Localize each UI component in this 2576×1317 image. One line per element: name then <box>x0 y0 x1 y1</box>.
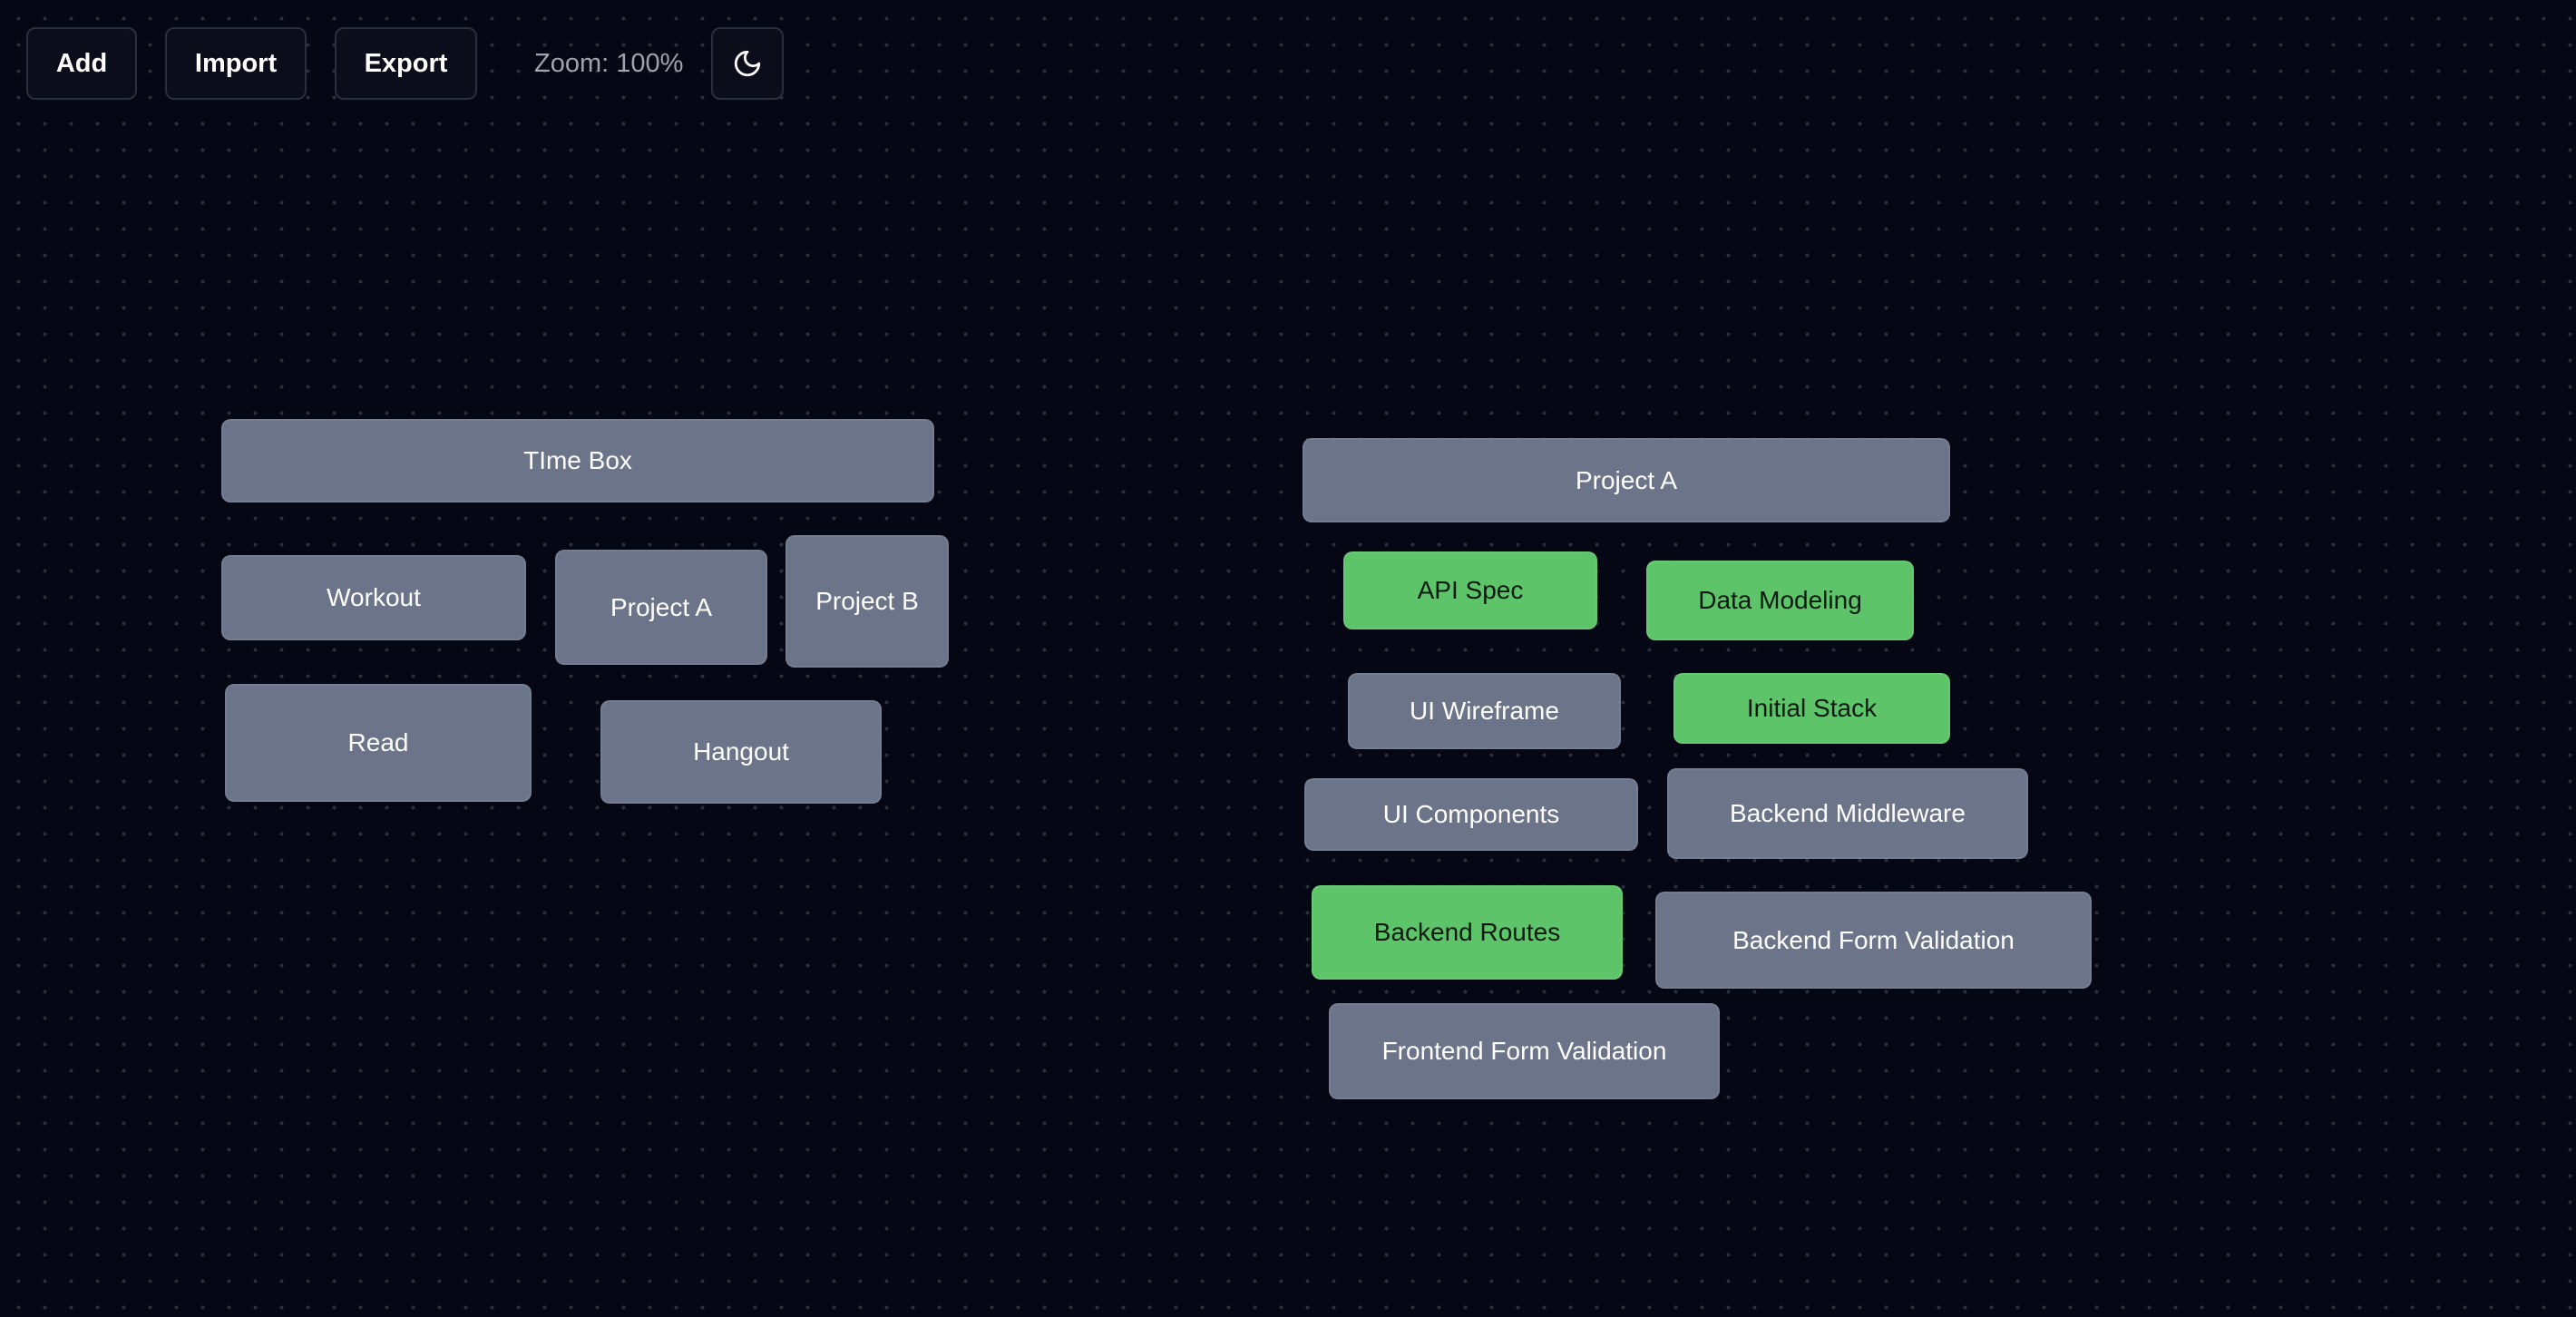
add-button[interactable]: Add <box>26 27 137 100</box>
node-ui-wireframe[interactable]: UI Wireframe <box>1348 673 1621 749</box>
node-project-a-header[interactable]: Project A <box>1303 438 1950 522</box>
node-time-box[interactable]: TIme Box <box>221 419 934 502</box>
node-read[interactable]: Read <box>225 684 532 802</box>
import-button[interactable]: Import <box>165 27 307 100</box>
moon-icon <box>734 50 761 77</box>
node-hangout[interactable]: Hangout <box>600 700 882 804</box>
node-api-spec[interactable]: API Spec <box>1343 551 1597 629</box>
node-data-modeling[interactable]: Data Modeling <box>1646 561 1914 640</box>
node-backend-routes[interactable]: Backend Routes <box>1312 885 1623 980</box>
node-workout[interactable]: Workout <box>221 555 526 640</box>
zoom-level-label: Zoom: 100% <box>534 48 684 78</box>
theme-toggle-button[interactable] <box>711 27 784 100</box>
node-backend-form-validation[interactable]: Backend Form Validation <box>1655 892 2092 989</box>
toolbar: Add Import Export Zoom: 100% <box>0 0 2576 127</box>
node-backend-middleware[interactable]: Backend Middleware <box>1667 768 2028 859</box>
export-button[interactable]: Export <box>335 27 477 100</box>
node-project-a-small[interactable]: Project A <box>555 550 767 665</box>
node-frontend-form-validation[interactable]: Frontend Form Validation <box>1329 1003 1720 1099</box>
node-initial-stack[interactable]: Initial Stack <box>1673 673 1950 744</box>
node-ui-components[interactable]: UI Components <box>1304 778 1638 851</box>
node-project-b[interactable]: Project B <box>785 535 949 668</box>
